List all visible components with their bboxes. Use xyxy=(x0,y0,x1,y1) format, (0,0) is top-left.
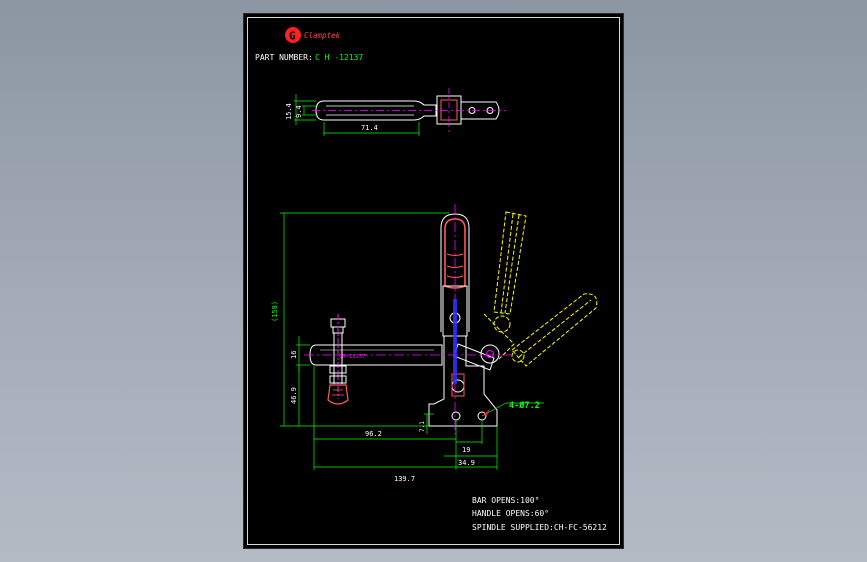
main-pivot xyxy=(480,344,500,364)
top-arm-outline xyxy=(315,100,437,121)
clamp-bar xyxy=(309,344,443,366)
note-bar-opens: BAR OPENS:100° xyxy=(472,496,539,505)
main-pivot-pin xyxy=(486,350,494,358)
dim-overall-length: 139.7 xyxy=(394,475,415,483)
note-spindle-supplied: SPINDLE SUPPLIED:CH-FC-56212 xyxy=(472,523,607,532)
dim-spindle-height: 46.9 xyxy=(290,387,298,404)
sheet-border xyxy=(247,17,620,545)
notes-block: BAR OPENS:100° HANDLE OPENS:60° SPINDLE … xyxy=(472,496,607,532)
dim-reach: 96.2 xyxy=(365,430,382,438)
brand-logo: G Clamptek xyxy=(285,27,341,43)
lower-link xyxy=(451,373,465,397)
top-dimensions xyxy=(294,94,420,136)
brand-name: Clamptek xyxy=(304,31,341,40)
clamp-bar-label: CH-12137 xyxy=(339,354,366,360)
side-dimensions xyxy=(280,212,544,470)
top-body-block xyxy=(436,95,462,125)
pivot-axis-marker xyxy=(453,299,457,384)
dim-hole-spacing: 19 xyxy=(462,446,470,454)
bar-open-position xyxy=(511,293,598,367)
spindle xyxy=(329,314,347,399)
spindle-rubber-tip xyxy=(327,384,349,405)
part-number-value: C H -12137 xyxy=(315,53,363,62)
part-number-label: PART NUMBER: xyxy=(255,53,313,62)
drawing-sheet: G Clamptek PART NUMBER: C H -12137 xyxy=(243,13,624,549)
note-handle-opens: HANDLE OPENS:60° xyxy=(472,509,549,518)
top-arm-slot xyxy=(326,105,414,116)
handle-grip xyxy=(444,218,466,289)
mount-hole-1 xyxy=(451,411,461,421)
side-view: CH-12137 xyxy=(271,204,598,483)
dim-overall-height: (158) xyxy=(271,301,279,322)
top-view: 15.4 9.4 71.4 xyxy=(285,88,506,136)
top-dim-length: 71.4 xyxy=(361,124,378,132)
dim-base-width: 34.9 xyxy=(458,459,475,467)
dim-hole-callout: 4-Ø7.2 xyxy=(509,400,540,411)
dim-arm-thickness: 16 xyxy=(290,351,298,359)
top-dim-height-outer: 15.4 xyxy=(285,103,293,120)
drawing-canvas: G Clamptek PART NUMBER: C H -12137 xyxy=(255,27,607,532)
brand-mark-circle xyxy=(285,27,301,43)
brand-mark: G xyxy=(289,30,296,43)
handle-open-position xyxy=(483,211,527,360)
top-dim-height-inner: 9.4 xyxy=(295,105,303,118)
dim-base-offset: 7.1 xyxy=(419,421,426,432)
spindle-tip-pattern xyxy=(332,389,344,396)
callout-arrow xyxy=(482,409,490,416)
